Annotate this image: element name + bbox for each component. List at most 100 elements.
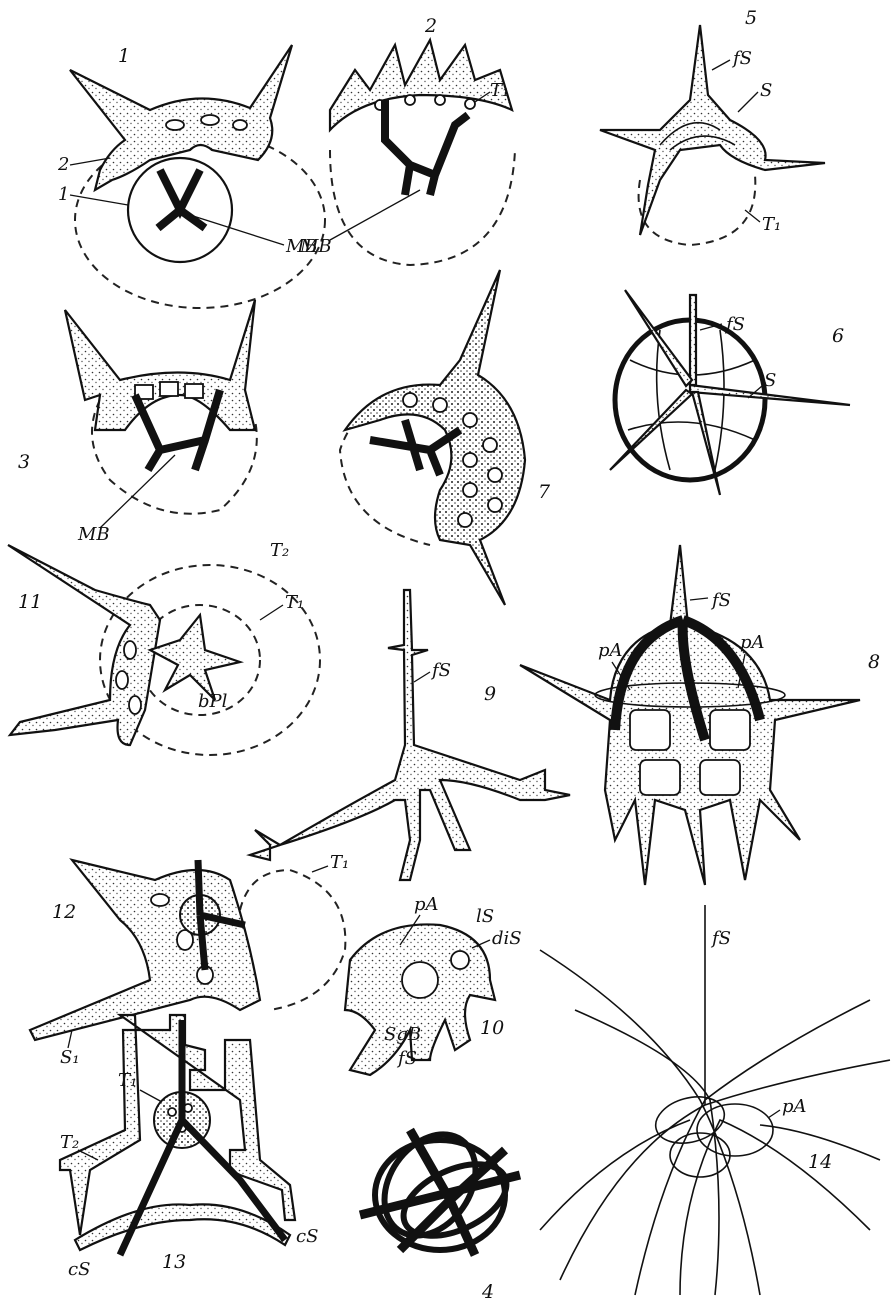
figure-11-label: T₂	[270, 540, 289, 561]
figure-11-pore	[124, 641, 136, 659]
figure-12: 12 T₁ S₁	[30, 852, 349, 1068]
figure-1-pore	[233, 120, 247, 130]
figure-10-number: 10	[480, 1017, 504, 1039]
figure-3-pore	[185, 384, 203, 398]
figure-8-number: 8	[868, 651, 880, 673]
figure-12-leader	[68, 1030, 72, 1048]
figure-7-pore	[463, 483, 477, 497]
figure-1-number: 1	[118, 45, 130, 67]
figure-10-label: SgB	[384, 1024, 421, 1045]
figure-7-pore	[463, 453, 477, 467]
figure-3-label: MB	[77, 524, 110, 545]
figure-2-number: 2	[424, 15, 437, 37]
figure-7-pore	[488, 498, 502, 512]
figure-8-gap	[710, 710, 750, 750]
figure-2-label: MB	[299, 236, 332, 257]
figure-10: 10 pA lS diS SgB fS	[345, 894, 522, 1075]
figure-10-label: lS	[476, 906, 494, 927]
figure-8-leader	[690, 598, 708, 600]
figure-8-gap	[700, 760, 740, 795]
figure-14-radial-spine	[540, 1120, 690, 1230]
figure-11-label: bPl	[198, 691, 228, 712]
figure-6-label: fS	[724, 314, 745, 335]
figure-2-pore	[465, 99, 475, 109]
figure-11-pore	[129, 696, 141, 714]
figure-7: 7	[340, 270, 551, 605]
figure-13-basal-arch	[75, 1204, 290, 1250]
figure-7-pore	[403, 393, 417, 407]
figure-5-leader	[712, 60, 730, 70]
figure-11-pore	[116, 671, 128, 689]
figure-13: 13 T₁ T₂ cS cS	[60, 1015, 318, 1280]
figure-7-pore	[488, 468, 502, 482]
figure-9-label: fS	[430, 660, 451, 681]
figure-9: 9 fS	[250, 590, 570, 880]
figure-14-radial-spine	[635, 1000, 870, 1295]
figure-5-leader	[738, 92, 758, 112]
figure-14-pA-loop	[697, 1104, 773, 1156]
figure-10-label: pA	[414, 894, 439, 915]
figure-7-pore	[458, 513, 472, 527]
figure-8-label: fS	[710, 590, 731, 611]
figure-3-pore	[160, 382, 178, 396]
figure-11-basal-plate	[150, 615, 240, 700]
figure-1: 1 2 1 MB	[57, 45, 325, 308]
figure-14: 14 fS pA	[540, 905, 890, 1295]
figure-8: 8 fS pA pA	[520, 545, 880, 885]
figure-10-pore	[402, 962, 438, 998]
figure-9-number: 9	[484, 683, 496, 705]
figure-3: 3 MB	[18, 300, 257, 545]
figure-3-number: 3	[18, 451, 30, 473]
figure-8-skeleton	[520, 545, 860, 885]
figure-7-pore	[433, 398, 447, 412]
figure-14-radial-spine	[575, 1010, 719, 1295]
figure-6-number: 6	[832, 325, 844, 347]
figure-14-radial-spine	[560, 1060, 890, 1280]
figure-7-number: 7	[538, 481, 551, 503]
figure-13-label: T₂	[60, 1132, 79, 1153]
figure-9-leader	[414, 672, 430, 682]
figure-5-label: fS	[731, 48, 752, 69]
figure-5: 5 fS S T₁	[600, 7, 825, 245]
figure-2-pore	[405, 95, 415, 105]
figure-1-pore	[166, 120, 184, 130]
figure-2-leader	[330, 190, 420, 240]
figure-1-label: 2	[57, 154, 69, 175]
figure-6-label: S	[764, 370, 776, 391]
figure-6-spine	[690, 295, 696, 385]
figure-10-pore	[451, 951, 469, 969]
figure-9-skeleton	[250, 590, 570, 880]
figure-8-gap	[630, 710, 670, 750]
figure-7-pore	[483, 438, 497, 452]
figure-13-pore	[168, 1108, 176, 1116]
figure-10-skeleton	[345, 924, 495, 1075]
figure-12-number: 12	[52, 901, 76, 923]
figure-13-number: 13	[162, 1251, 186, 1273]
figure-11-label: T₁	[285, 592, 304, 613]
figure-14-label: pA	[782, 1096, 807, 1117]
figure-3-leader	[100, 455, 175, 528]
figure-1-pore	[201, 115, 219, 125]
figure-5-skeleton	[600, 25, 825, 235]
figure-8-gap	[640, 760, 680, 795]
figure-11-skeleton	[8, 545, 160, 745]
figure-13-label: cS	[68, 1259, 90, 1280]
figure-8-label: pA	[598, 640, 623, 661]
figure-1-label: 1	[58, 184, 69, 205]
figure-2: 2 T₁ MB	[299, 15, 515, 265]
figure-4-number: 4	[481, 1281, 494, 1302]
figure-12-leader	[312, 866, 328, 872]
figure-11: 11 T₂ T₁ bPl	[8, 540, 320, 755]
figure-5-label: S	[760, 80, 772, 101]
figure-12-pore	[151, 894, 169, 906]
figure-12-skeleton	[30, 860, 260, 1040]
figure-14-radial-spine	[680, 1120, 870, 1295]
figure-11-leader	[260, 605, 283, 620]
figure-2-median-bar	[385, 100, 468, 195]
figure-12-label: S₁	[60, 1047, 80, 1068]
figure-8-label: pA	[740, 632, 765, 653]
figure-14-leader	[768, 1110, 780, 1118]
figure-2-skeleton	[330, 40, 512, 130]
figure-13-label: T₁	[118, 1070, 137, 1091]
